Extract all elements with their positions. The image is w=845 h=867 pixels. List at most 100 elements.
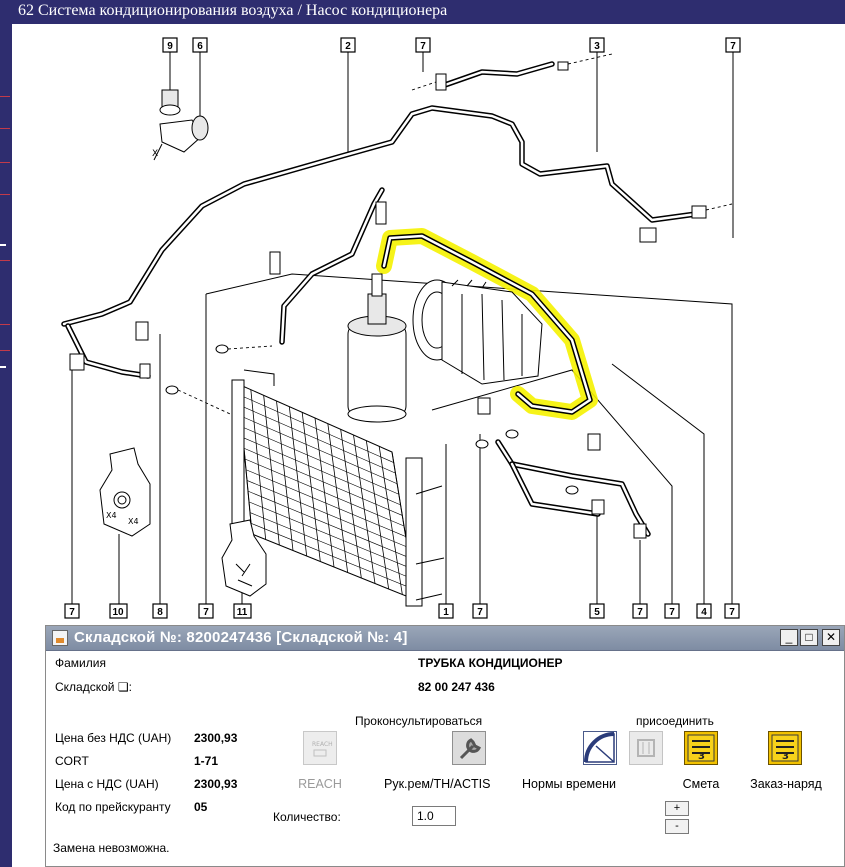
strip-dots bbox=[0, 366, 6, 368]
java-app-icon bbox=[52, 630, 68, 646]
consult-section-label: Проконсультироваться bbox=[355, 714, 483, 728]
svg-text:7: 7 bbox=[203, 607, 209, 618]
bolts bbox=[69, 53, 733, 539]
price-vat-label: Цена с НДС (UAH) bbox=[55, 777, 159, 791]
price-code-value: 05 bbox=[194, 800, 208, 814]
reach-icon[interactable]: REACH bbox=[303, 731, 337, 765]
reach-button-label[interactable]: REACH bbox=[298, 777, 342, 791]
dialog-title: Складской №: 8200247436 [Складской №: 4] bbox=[74, 629, 408, 646]
cort-value: 1-71 bbox=[194, 754, 219, 768]
callout-7[interactable]: 7 bbox=[725, 37, 741, 53]
callout-7[interactable]: 7 bbox=[724, 603, 740, 619]
callout-7[interactable]: 7 bbox=[198, 603, 214, 619]
dialog-titlebar[interactable]: Складской №: 8200247436 [Складской №: 4]… bbox=[46, 626, 844, 651]
price-no-vat-label: Цена без НДС (UAH) bbox=[55, 731, 172, 745]
hardware-bag-11 bbox=[221, 519, 267, 597]
svg-text:10: 10 bbox=[112, 607, 124, 618]
basket-icon[interactable] bbox=[629, 731, 663, 765]
cort-label: CORT bbox=[55, 754, 89, 768]
strip-marker bbox=[0, 324, 10, 325]
svg-text:4: 4 bbox=[701, 607, 707, 618]
highlighted-pipe bbox=[376, 228, 598, 420]
condenser bbox=[231, 369, 445, 607]
quantity-increment-button[interactable]: + bbox=[665, 801, 689, 816]
strip-dots bbox=[0, 244, 6, 246]
svg-text:6: 6 bbox=[197, 41, 203, 52]
family-value: ТРУБКА КОНДИЦИОНЕР bbox=[418, 656, 563, 670]
callout-6[interactable]: 6 bbox=[192, 37, 208, 53]
clip-assembly: X bbox=[152, 89, 209, 161]
strip-marker bbox=[0, 260, 10, 261]
svg-text:8: 8 bbox=[157, 607, 163, 618]
strip-marker bbox=[0, 162, 10, 163]
callout-7[interactable]: 7 bbox=[415, 37, 431, 53]
callout-4[interactable]: 4 bbox=[696, 603, 712, 619]
work-order-icon[interactable]: 3 bbox=[768, 731, 802, 765]
svg-text:7: 7 bbox=[669, 607, 675, 618]
callout-2[interactable]: 2 bbox=[340, 37, 356, 53]
price-vat-value: 2300,93 bbox=[194, 777, 238, 791]
strip-marker bbox=[0, 194, 10, 195]
svg-text:3: 3 bbox=[698, 751, 705, 762]
compressor bbox=[412, 279, 543, 385]
quantity-label: Количество: bbox=[273, 810, 341, 824]
strip-marker bbox=[0, 350, 10, 351]
quantity-decrement-button[interactable]: - bbox=[665, 819, 689, 834]
family-label: Фамилия bbox=[55, 656, 106, 670]
status-message: Замена невозможна. bbox=[53, 841, 170, 855]
svg-text:7: 7 bbox=[420, 41, 426, 52]
callout-1[interactable]: 1 bbox=[438, 603, 454, 619]
svg-text:7: 7 bbox=[730, 41, 736, 52]
callout-10[interactable]: 10 bbox=[109, 603, 128, 619]
estimate-button-label[interactable]: Смета bbox=[682, 777, 720, 791]
callout-7[interactable]: 7 bbox=[664, 603, 680, 619]
strip-marker bbox=[0, 96, 10, 97]
callout-8[interactable]: 8 bbox=[152, 603, 168, 619]
attach-section-label: присоединить bbox=[636, 714, 714, 728]
estimate-icon[interactable]: 3 bbox=[684, 731, 718, 765]
svg-text:REACH: REACH bbox=[312, 741, 333, 748]
leader-lines bbox=[71, 52, 734, 604]
svg-text:11: 11 bbox=[237, 607, 248, 618]
window-title: 62 Система кондиционирования воздуха / Н… bbox=[0, 0, 845, 24]
callout-5[interactable]: 5 bbox=[589, 603, 605, 619]
svg-text:7: 7 bbox=[729, 607, 735, 618]
time-norms-button-label[interactable]: Нормы времени bbox=[522, 777, 616, 791]
svg-text:3: 3 bbox=[594, 41, 600, 52]
minimize-button[interactable]: _ bbox=[780, 629, 798, 646]
svg-text:X4: X4 bbox=[106, 511, 117, 520]
callout-7[interactable]: 7 bbox=[632, 603, 648, 619]
parts-diagram: X X4 X4 9 6 2 7 3 7 bbox=[61, 37, 741, 619]
refrigerant-pipes bbox=[61, 61, 699, 537]
manual-button-label[interactable]: Рук.рем/TH/ACTIS bbox=[384, 777, 491, 791]
strip-marker bbox=[0, 128, 10, 129]
callout-11[interactable]: 11 bbox=[233, 603, 252, 619]
stock-label: Складской ❏: bbox=[55, 680, 132, 694]
quantity-input[interactable] bbox=[412, 806, 456, 826]
callout-3[interactable]: 3 bbox=[589, 37, 605, 53]
svg-text:9: 9 bbox=[167, 41, 173, 52]
svg-text:1: 1 bbox=[443, 607, 449, 618]
hardware-bag-10: X4 X4 bbox=[99, 447, 151, 537]
svg-text:2: 2 bbox=[345, 41, 351, 52]
part-info-dialog: Складской №: 8200247436 [Складской №: 4]… bbox=[45, 625, 845, 867]
price-code-label: Код по прейскуранту bbox=[55, 800, 171, 814]
svg-text:X: X bbox=[152, 149, 158, 159]
left-side-strip bbox=[0, 24, 12, 867]
price-no-vat-value: 2300,93 bbox=[194, 731, 238, 745]
callout-7[interactable]: 7 bbox=[472, 603, 488, 619]
wrench-icon[interactable] bbox=[452, 731, 486, 765]
callout-9[interactable]: 9 bbox=[162, 37, 178, 53]
clock-gauge-icon[interactable] bbox=[583, 731, 617, 765]
svg-text:X4: X4 bbox=[128, 517, 139, 526]
work-order-button-label[interactable]: Заказ-наряд bbox=[750, 777, 822, 791]
svg-text:7: 7 bbox=[69, 607, 75, 618]
callout-7[interactable]: 7 bbox=[64, 603, 80, 619]
maximize-button[interactable]: □ bbox=[800, 629, 818, 646]
close-button[interactable]: ✕ bbox=[822, 629, 840, 646]
svg-text:7: 7 bbox=[477, 607, 483, 618]
svg-text:5: 5 bbox=[594, 607, 600, 618]
svg-text:7: 7 bbox=[637, 607, 643, 618]
stock-value: 82 00 247 436 bbox=[418, 680, 495, 694]
receiver-drier bbox=[347, 273, 407, 423]
